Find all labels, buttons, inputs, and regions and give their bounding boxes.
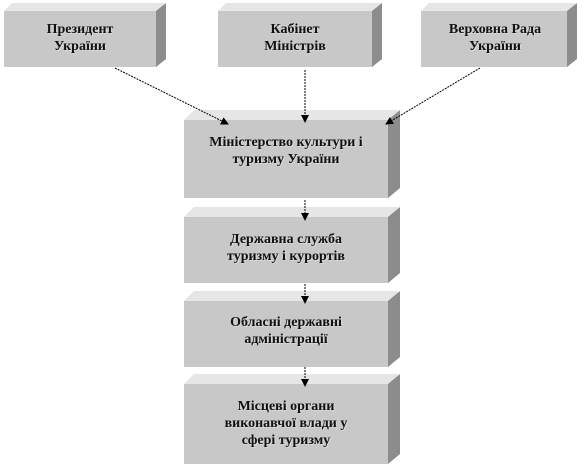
node-ministry: Міністерство культури і туризму України [184, 110, 406, 198]
node-local-label: Місцеві органи виконавчої влади у сфері … [224, 398, 348, 448]
node-president: Президент України [4, 3, 174, 67]
node-local: Місцеві органи виконавчої влади у сфері … [184, 374, 406, 464]
node-rada-label: Верховна Рада України [448, 22, 542, 54]
arrow-rada-to-ministry [385, 67, 481, 125]
node-service-label: Державна служба туризму і курортів [227, 232, 345, 264]
node-ministry-label: Міністерство культури і туризму України [209, 135, 363, 167]
node-oblast: Обласні державні адміністрації [184, 291, 406, 367]
node-cabinet-label: Кабінет Міністрів [264, 22, 326, 54]
node-cabinet: Кабінет Міністрів [218, 3, 390, 67]
node-oblast-label: Обласні державні адміністрації [230, 315, 342, 347]
node-president-label: Президент України [46, 22, 114, 54]
node-service: Державна служба туризму і курортів [184, 207, 406, 283]
node-rada: Верховна Рада України [421, 3, 583, 67]
arrow-president-to-ministry [114, 67, 229, 125]
